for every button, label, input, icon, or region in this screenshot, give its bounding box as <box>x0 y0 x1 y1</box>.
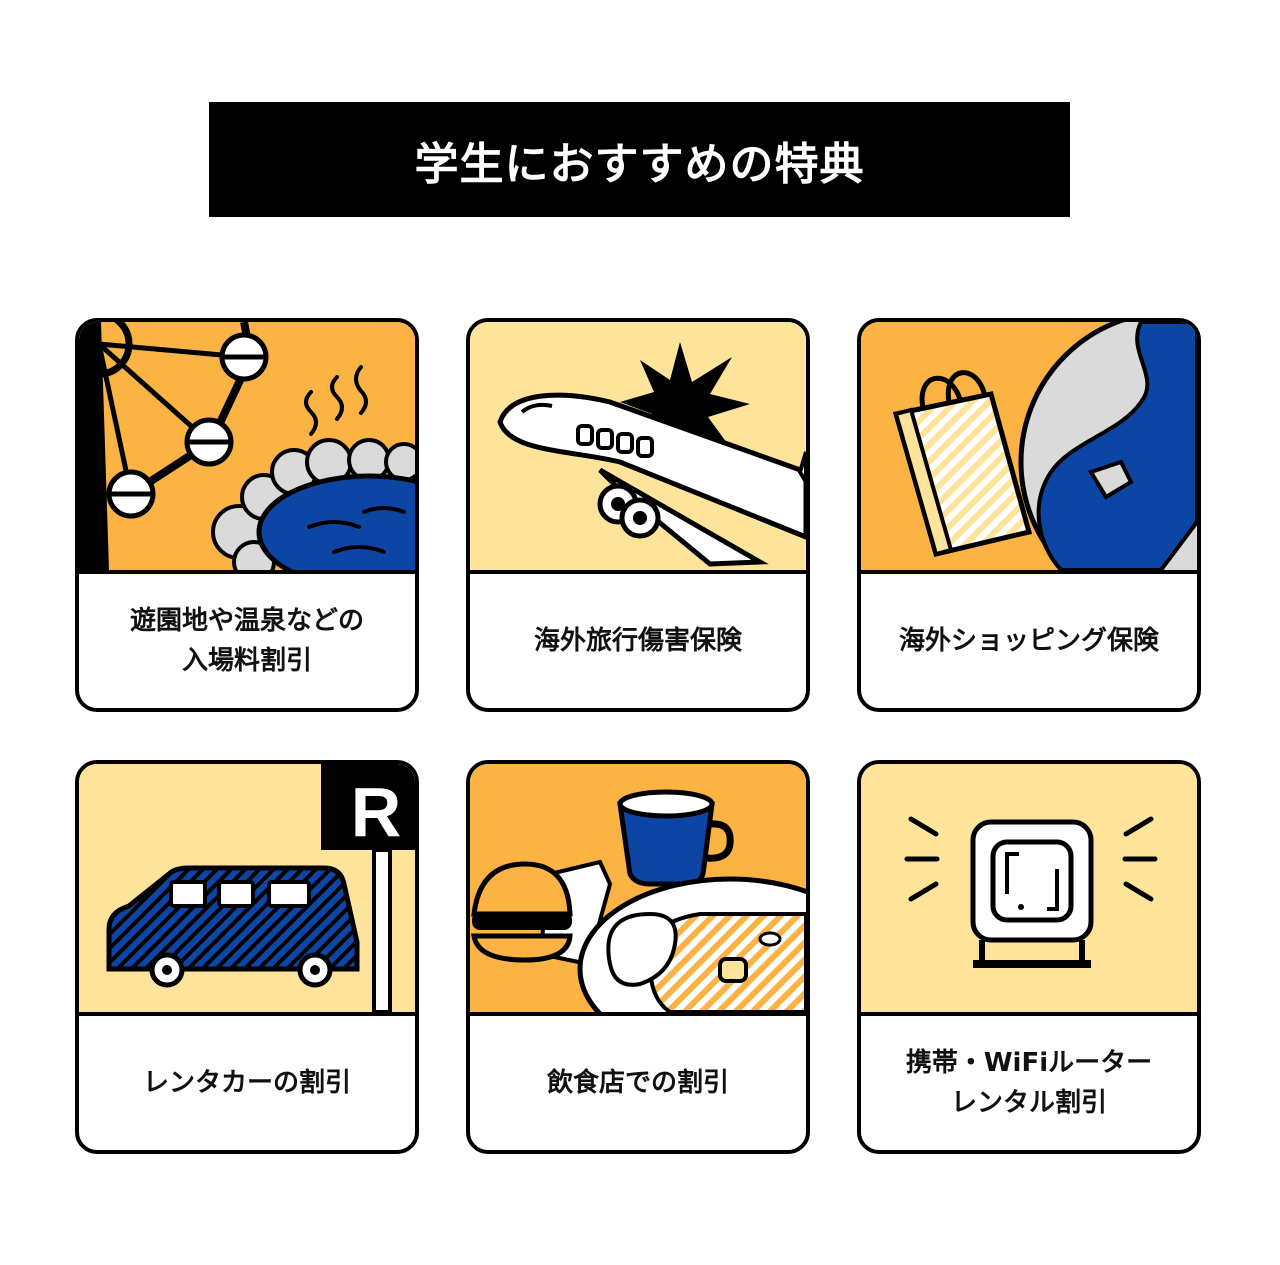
wifi-router-illustration <box>861 764 1197 1016</box>
ferris-wheel-hot-spring-illustration <box>79 322 415 574</box>
benefit-card-amusement[interactable]: 遊園地や温泉などの 入場料割引 <box>75 318 419 712</box>
rental-sign-letter: R <box>351 773 402 851</box>
airplane-illustration <box>470 322 806 574</box>
benefit-card-restaurant[interactable]: 飲食店での割引 <box>466 760 810 1154</box>
benefit-card-rental-car[interactable]: R レンタカーの割引 <box>75 760 419 1154</box>
benefit-card-wifi-rental[interactable]: 携帯・WiFiルーター レンタル割引 <box>857 760 1201 1154</box>
page-title: 学生におすすめの特典 <box>209 102 1070 217</box>
benefit-label: レンタカーの割引 <box>142 1068 351 1098</box>
benefit-label: 遊園地や温泉などの 入場料割引 <box>129 606 364 676</box>
food-illustration <box>470 764 806 1016</box>
benefit-card-shopping-insurance[interactable]: 海外ショッピング保険 <box>857 318 1201 712</box>
shopping-bag-globe-illustration <box>861 322 1197 574</box>
benefit-label: 海外ショッピング保険 <box>898 626 1159 656</box>
benefit-label: 飲食店での割引 <box>546 1068 729 1098</box>
benefit-label: 海外旅行傷害保険 <box>533 626 742 656</box>
benefit-card-travel-insurance[interactable]: 海外旅行傷害保険 <box>466 318 810 712</box>
benefit-label: 携帯・WiFiルーター レンタル割引 <box>905 1048 1153 1118</box>
rental-car-illustration: R <box>79 764 415 1016</box>
